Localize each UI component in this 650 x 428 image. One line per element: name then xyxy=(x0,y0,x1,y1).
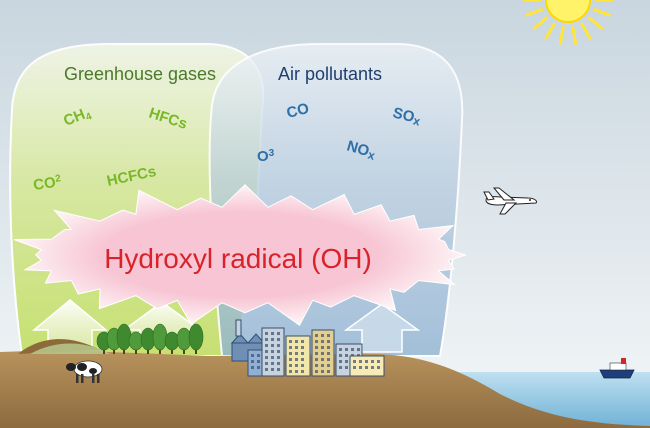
gas-label-co2: CO2 xyxy=(32,173,63,194)
gas-label-o3: O3 xyxy=(257,148,275,165)
hydroxyl-radical-burst xyxy=(13,184,468,326)
air-pollutants-title: Air pollutants xyxy=(278,64,382,84)
gas-label-co: CO xyxy=(285,100,311,122)
forest xyxy=(96,323,204,354)
sun-icon xyxy=(522,0,614,45)
city-buildings xyxy=(247,327,385,377)
ground xyxy=(0,350,650,428)
cow-icon xyxy=(66,360,103,383)
gas-label-sox: SOx xyxy=(391,104,423,128)
hydroxyl-radical-label: Hydroxyl radical (OH) xyxy=(104,243,372,274)
greenhouse-gases-title: Greenhouse gases xyxy=(64,64,216,84)
emission-arrow-right xyxy=(343,303,421,353)
airplane-icon xyxy=(483,187,537,215)
gas-label-ch4: CH4 xyxy=(61,104,94,132)
ship-icon xyxy=(599,358,635,379)
crop-field xyxy=(30,343,110,354)
gas-label-nox: NOx xyxy=(345,138,378,163)
